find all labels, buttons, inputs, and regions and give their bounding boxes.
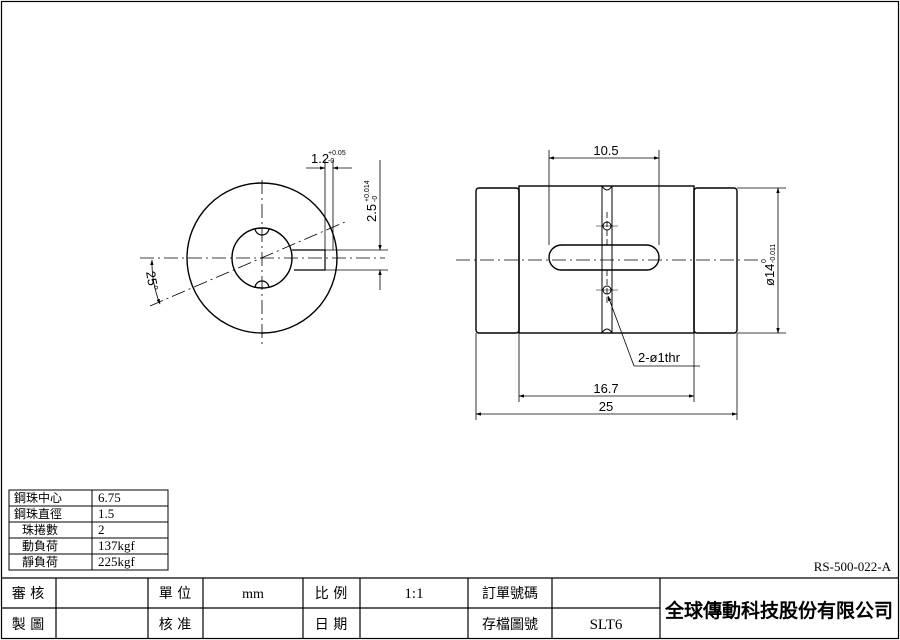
key-width-dim: 1.2 [311,151,329,166]
spec-table [8,489,169,571]
unit-label: 單 位 [159,586,191,602]
scale-value: 1:1 [404,586,423,602]
bore-circle [231,227,293,289]
spec-value-ball-center: 6.75 [98,490,121,505]
hole-callout: 2-ø1thr [638,350,681,365]
inner-length-dim: 16.7 [593,381,618,396]
drawn-label: 製 圖 [12,617,44,633]
spec-value-dynamic-load: 137kgf [98,538,136,553]
right-end-cap [693,187,738,334]
key-depth-dim: 2.5 [364,204,379,222]
scale-label: 比 例 [315,586,347,602]
spec-label-ball-diameter: 鋼珠直徑 [14,507,62,521]
key-width-tol-lower: -0 [328,158,334,165]
key-depth-tol-upper: +0.014 [364,180,371,202]
company-name: 全球傳動科技股份有限公司 [664,599,893,622]
angle-arc [150,259,161,305]
title-block [1,577,899,639]
spec-value-ball-diameter: 1.5 [98,506,114,521]
top-notch [254,227,270,236]
unit-value: mm [242,587,264,602]
diameter-tol-lower: -0.011 [770,244,777,263]
spec-label-dynamic-load: 動負荷 [22,539,58,553]
total-length-dim: 25 [599,399,613,414]
bottom-notch [254,280,270,289]
left-end-cap [475,187,520,334]
spec-label-static-load: 靜負荷 [22,555,58,569]
key-slot [292,249,326,271]
key-depth-tol-lower: -0 [372,196,379,202]
order-number-label: 訂單號碼 [482,586,538,602]
side-view [456,150,786,420]
angle-line [149,221,346,307]
archive-number-label: 存檔圖號 [482,617,538,633]
side-key-slot [548,244,660,271]
archive-number-value: SLT6 [590,617,623,633]
spec-value-static-load: 225kgf [98,554,136,569]
end-view [140,160,388,345]
diameter-tol-upper: 0 [761,259,768,263]
spec-label-turns: 珠捲數 [22,523,58,537]
nut-body [518,185,695,334]
drawing-number: RS-500-022-A [814,559,892,574]
approve-label: 核 准 [159,617,191,633]
spec-label-ball-center: 鋼珠中心 [14,490,62,505]
review-label: 審 核 [12,586,44,602]
key-width-tol-upper: +0.05 [328,150,346,157]
diameter-dim: ø14 [762,264,777,286]
spec-value-turns: 2 [98,522,105,537]
angle-dim: 25° [143,270,161,292]
slot-length-dim: 10.5 [593,143,618,158]
date-label: 日 期 [315,617,347,633]
outer-circle [186,182,338,334]
